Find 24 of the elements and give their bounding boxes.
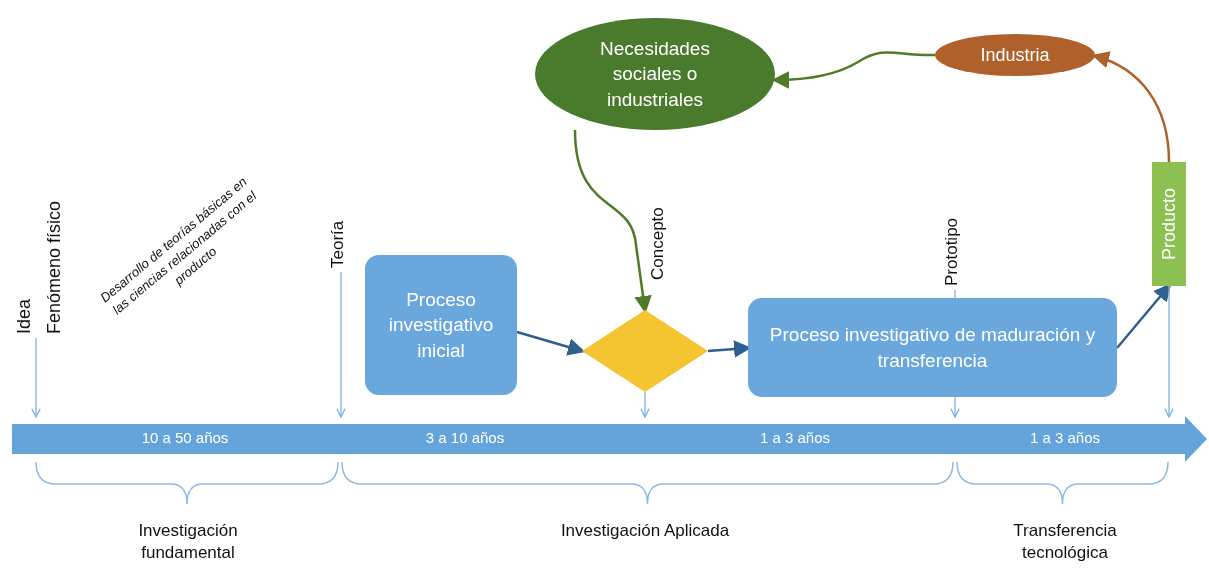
- phase-label: Transferencia tecnológica: [1012, 520, 1118, 565]
- arrow: [31, 337, 41, 418]
- duration-label: 3 a 10 años: [424, 429, 506, 446]
- ellipse-node: Industria: [935, 34, 1095, 76]
- ellipse-node: Necesidades sociales o industriales: [535, 18, 775, 130]
- arrow: [573, 129, 652, 314]
- milestone-box: Producto: [1152, 162, 1186, 286]
- arrow: [950, 396, 960, 418]
- milestone-label: Idea: [14, 298, 35, 334]
- process-box: Proceso investigativo inicial: [365, 255, 517, 395]
- duration-label: 1 a 3 años: [758, 429, 832, 446]
- arrow: [1164, 285, 1174, 418]
- duration-label: 10 a 50 años: [140, 429, 230, 446]
- milestone-label: Fenómeno físico: [44, 200, 65, 334]
- arrow: [516, 330, 586, 356]
- process-box: Proceso investigativo de maduración y transferencia: [748, 298, 1117, 397]
- milestone-label: Teoría: [328, 198, 354, 268]
- phase-label: Investigación fundamental: [137, 520, 239, 565]
- phase-label: Investigación Aplicada: [559, 520, 731, 542]
- arrow: [336, 271, 346, 418]
- milestone-label: Prototipo: [942, 172, 968, 286]
- duration-label: 1 a 3 años: [1028, 429, 1102, 446]
- arrow: [640, 391, 650, 418]
- milestone-label: Concepto: [648, 168, 674, 280]
